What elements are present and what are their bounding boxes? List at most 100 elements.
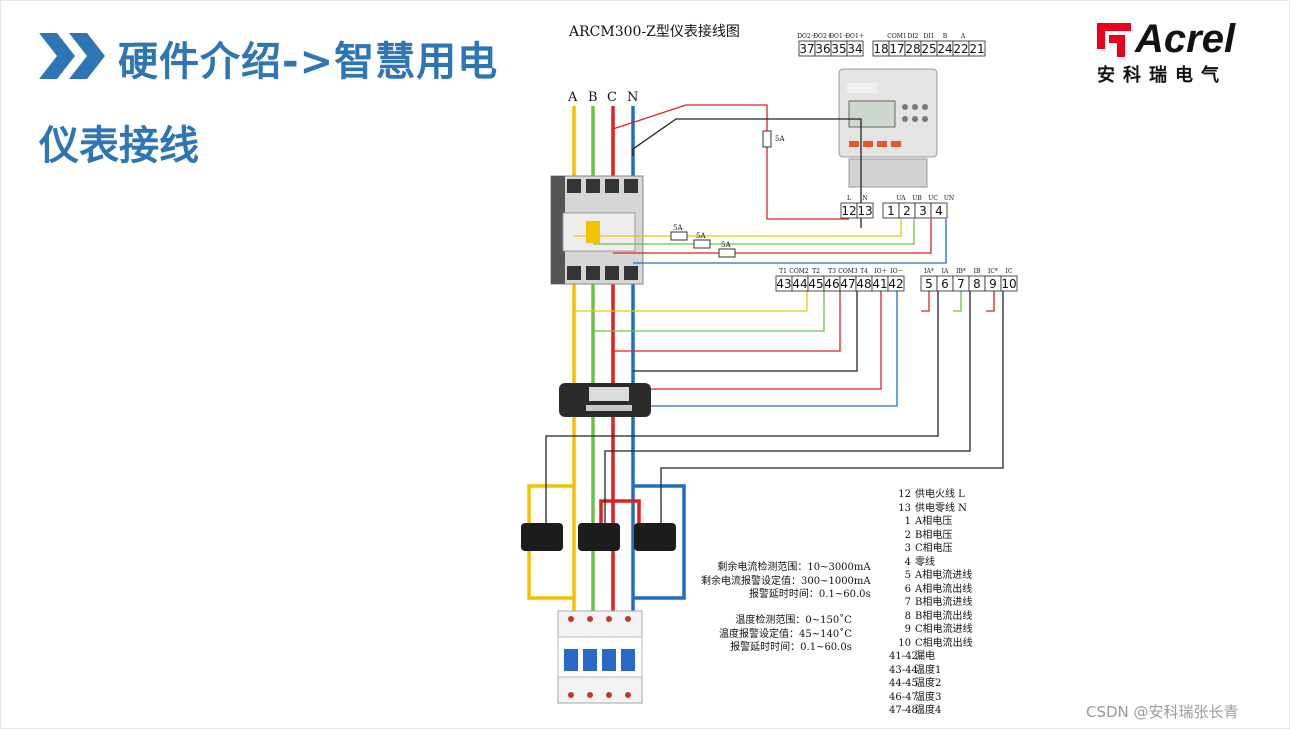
- logo-chinese-name: 安科瑞电气: [1097, 65, 1227, 86]
- legend-num: 5: [904, 570, 911, 581]
- legend-row: 7 B相电流进线: [889, 596, 973, 610]
- wire-ct-c-return: [986, 291, 995, 312]
- watermark: CSDN @安科瑞张长青: [1086, 703, 1239, 721]
- current-terminal-cell: [1000, 275, 1018, 292]
- legend-num: 7: [904, 597, 911, 608]
- top-terminal-number: 35: [831, 42, 846, 56]
- power-terminal-label: UA: [896, 195, 906, 202]
- legend-text: C相电流进线: [915, 624, 973, 635]
- legend-text: B相电流进线: [915, 597, 973, 608]
- legend-text: A相电流进线: [915, 570, 973, 581]
- legend-text: A相电压: [915, 516, 953, 527]
- power-terminal-number: 13: [857, 204, 872, 218]
- current-terminal-label: IB*: [956, 268, 966, 275]
- legend-text: A相电流出线: [915, 583, 973, 595]
- wire-temp-3: [613, 291, 841, 352]
- signal-terminal-cell: [887, 275, 905, 292]
- legend-text: 漏电: [915, 651, 935, 662]
- wire-supply-l: [612, 104, 849, 220]
- miniature-breaker: [557, 610, 643, 704]
- wire-supply-n: [632, 118, 862, 228]
- legend-text: C相电压: [915, 543, 953, 554]
- spec-line: 温度检测范围：0~150˚C: [735, 615, 852, 626]
- phase-label-c: C: [607, 90, 617, 105]
- page-title: 硬件介绍->智慧用电: [118, 39, 499, 85]
- top-terminal-label: DO1＋: [845, 33, 865, 40]
- signal-terminal-number: 41: [872, 277, 887, 291]
- logo-wordmark: Acrel: [1135, 17, 1236, 61]
- current-terminal-number: 5: [925, 277, 933, 291]
- wire-un: [633, 219, 947, 264]
- temperature-specs: 温度检测范围：0~150˚C 温度报警设定值：45~140˚C 报警延时时间：0…: [719, 614, 852, 655]
- legend-num: 41-42: [889, 651, 918, 662]
- legend-num: 3: [904, 543, 911, 554]
- legend-text: 供电零线 N: [915, 502, 967, 514]
- power-terminal-cell: [930, 202, 948, 219]
- signal-terminal-label: T3: [828, 268, 836, 275]
- power-terminal-number: 4: [935, 204, 943, 218]
- legend-num: 44-45: [889, 678, 918, 689]
- legend-text: 温度2: [915, 678, 942, 689]
- legend-text: 零线: [915, 556, 935, 568]
- phase-label-a: A: [567, 90, 578, 105]
- section-title: 仪表接线: [39, 123, 199, 169]
- wire-temp-2: [593, 291, 825, 332]
- current-terminal-label: IC*: [988, 268, 998, 275]
- top-terminal-label: DI2: [908, 33, 919, 40]
- legend-row: 3 C相电压: [889, 542, 973, 556]
- fuse-label-4: 5A: [721, 241, 731, 249]
- top-terminal-number: 24: [937, 42, 952, 56]
- legend-text: B相电流出线: [915, 610, 973, 622]
- legend-num: 43-44: [889, 664, 918, 676]
- top-terminal-number: 28: [905, 42, 920, 56]
- signal-terminal-number: 47: [840, 277, 855, 291]
- wire-temp-4: [633, 291, 858, 372]
- top-terminal-number: 25: [921, 42, 936, 56]
- legend-text: 供电火线 L: [915, 489, 965, 500]
- top-terminal-number: 34: [847, 42, 862, 56]
- signal-terminal-number: 48: [856, 277, 871, 291]
- phase-label-b: B: [588, 90, 598, 105]
- legend-text: 温度1: [915, 664, 942, 676]
- power-terminal-number: 1: [887, 204, 895, 218]
- power-terminal-number: 12: [841, 204, 856, 218]
- signal-terminal-label: IO＋: [874, 268, 887, 275]
- current-terminal-label: IA*: [924, 268, 934, 275]
- signal-terminal-label: T4: [860, 268, 868, 275]
- fuse-label-2: 5A: [673, 224, 683, 232]
- top-terminal-number: 37: [799, 42, 814, 56]
- legend-num: 4: [904, 556, 911, 568]
- legend-num: 2: [904, 529, 911, 541]
- wire-temp-1: [574, 291, 808, 312]
- legend-num: 9: [904, 624, 911, 635]
- current-terminal-number: 10: [1001, 277, 1016, 291]
- top-terminal-label: DO2－: [797, 33, 817, 40]
- top-terminal-number: 18: [873, 42, 888, 56]
- top-terminal-label: B: [943, 33, 948, 40]
- acrel-logo-mark: [1097, 23, 1131, 57]
- top-terminal-number: 22: [953, 42, 968, 56]
- top-terminal-label: DO1－: [829, 33, 849, 40]
- residual-current-specs: 剩余电流检测范围：10~3000mA 剩余电流报警设定值：300~1000mA …: [701, 561, 871, 602]
- wire-loop-n: [633, 484, 686, 600]
- legend-num: 47-48: [889, 705, 918, 716]
- wire-ct-a: [545, 291, 939, 523]
- signal-terminal-label: T2: [812, 268, 820, 275]
- legend-num: 8: [904, 610, 911, 622]
- phase-current-transformers: [521, 523, 676, 551]
- top-terminal-number: 36: [815, 42, 830, 56]
- signal-terminal-label: COM3: [838, 268, 858, 275]
